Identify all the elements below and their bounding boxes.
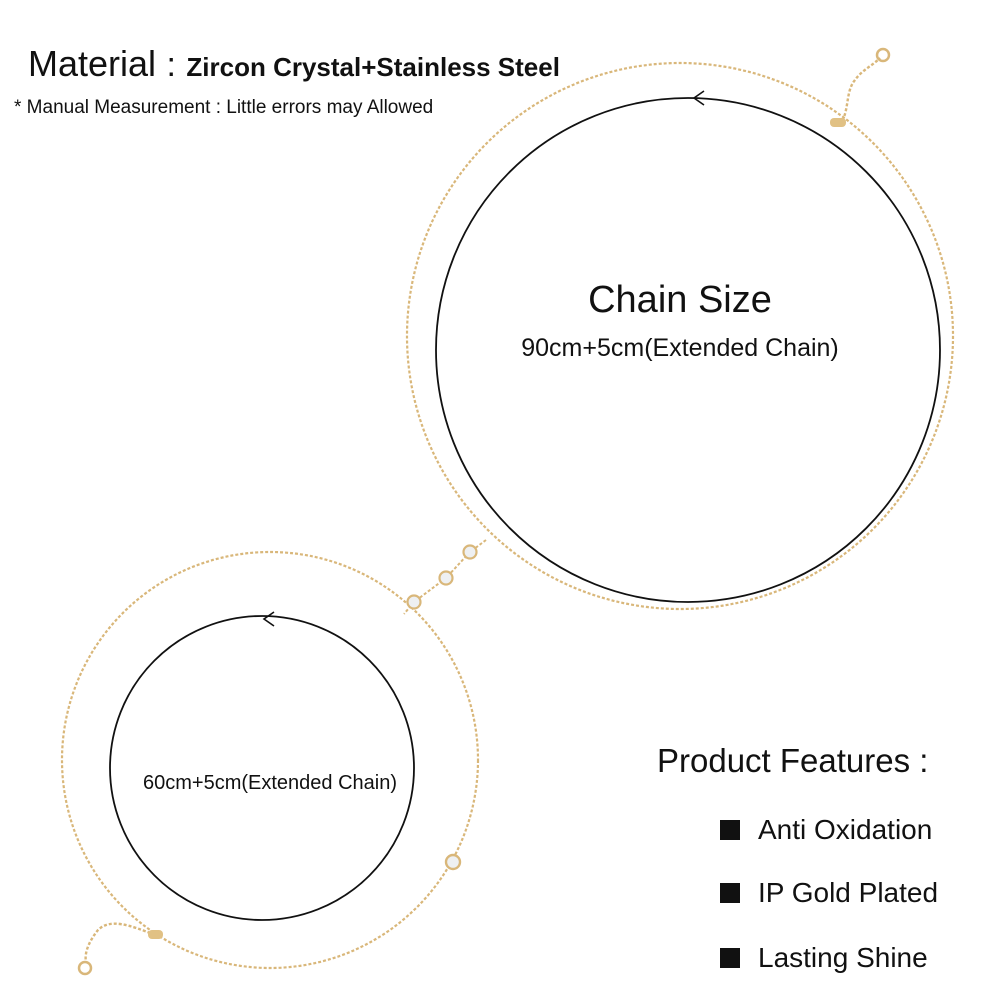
features-title: Product Features :	[657, 742, 929, 779]
measurement-note: * Manual Measurement : Little errors may…	[14, 97, 434, 118]
feature-label: Anti Oxidation	[758, 814, 933, 845]
black-square-icon	[720, 948, 740, 968]
feature-item: IP Gold Plated	[720, 877, 938, 909]
clasp-bottom	[148, 930, 163, 939]
large-chain-size: 90cm+5cm(Extended Chain)	[521, 334, 839, 362]
crystal-stone	[406, 594, 422, 610]
material-value: Zircon Crystal+Stainless Steel	[186, 52, 560, 82]
large-gold-chain	[405, 61, 955, 611]
material-separator: :	[166, 46, 176, 84]
extender-ring-top	[875, 47, 891, 63]
small-chain-size: 60cm+5cm(Extended Chain)	[142, 772, 397, 794]
small-gold-chain	[60, 550, 480, 970]
crystal-stone	[462, 544, 478, 560]
extender-chain-bottom	[84, 922, 156, 963]
chevron-left-icon	[262, 611, 275, 627]
black-square-icon	[720, 820, 740, 840]
material-line: Material : Zircon Crystal+Stainless Stee…	[28, 43, 560, 84]
feature-item: Anti Oxidation	[720, 814, 932, 846]
small-measure-circle	[109, 615, 415, 921]
feature-item: Lasting Shine	[720, 942, 928, 974]
feature-label: IP Gold Plated	[758, 877, 939, 908]
chevron-left-icon	[692, 90, 705, 106]
material-label: Material	[28, 43, 157, 84]
large-measure-circle	[435, 97, 941, 603]
crystal-stones	[406, 544, 478, 871]
crystal-stone	[438, 570, 454, 586]
black-square-icon	[720, 883, 740, 903]
extender-ring-bottom	[77, 960, 93, 976]
chain-size-title: Chain Size	[588, 279, 772, 321]
clasp-top	[830, 118, 846, 127]
feature-label: Lasting Shine	[758, 942, 928, 973]
crystal-stone	[444, 853, 462, 871]
extender-chain-top	[838, 57, 881, 126]
